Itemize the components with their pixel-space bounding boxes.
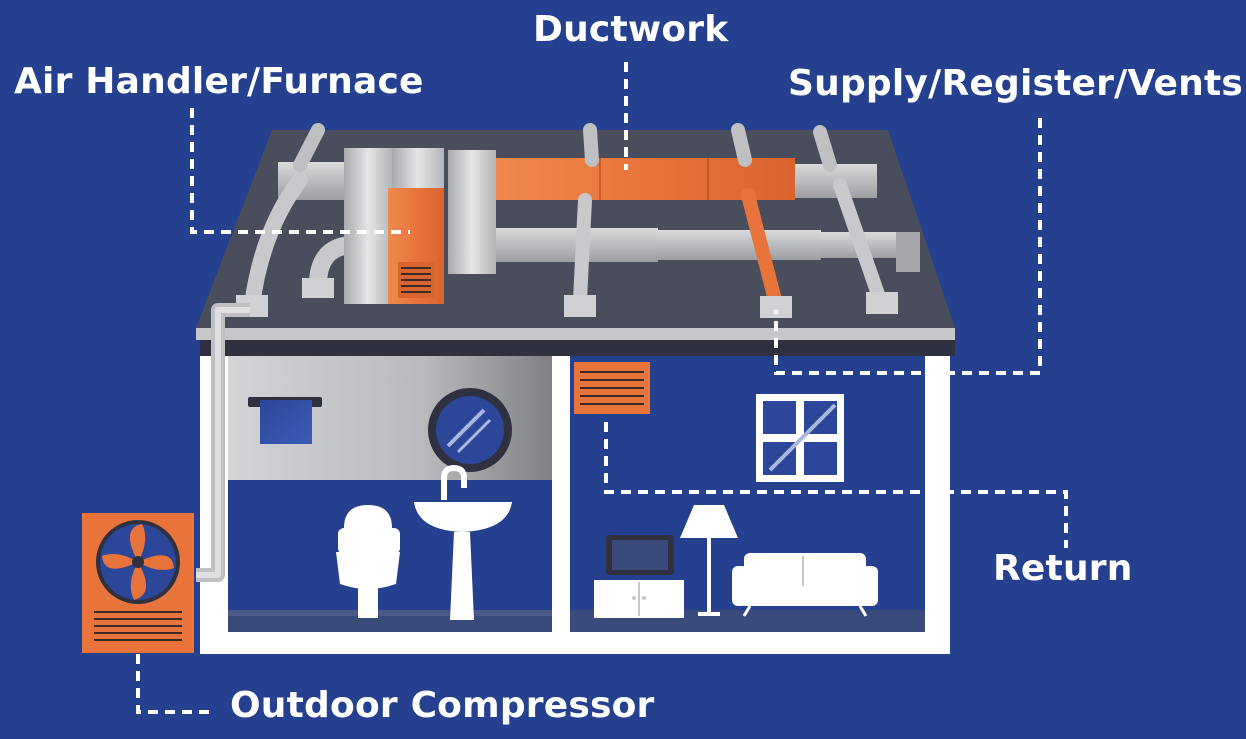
leader-outdoor xyxy=(136,654,216,714)
label-supply-vents: Supply/Register/Vents xyxy=(788,63,1244,104)
sink-icon xyxy=(414,464,512,620)
air-handler-unit xyxy=(344,148,496,304)
label-outdoor-compressor: Outdoor Compressor xyxy=(230,685,655,726)
fan-icon xyxy=(96,520,180,604)
toilet-icon xyxy=(336,505,400,618)
return-grille-icon xyxy=(574,362,650,414)
towel-rack-icon xyxy=(248,397,322,444)
vent-grille-icon xyxy=(398,262,434,298)
ductwork-network xyxy=(236,123,920,318)
label-ductwork: Ductwork xyxy=(533,9,729,50)
compressor-grille-icon xyxy=(94,611,182,641)
leader-return xyxy=(604,422,1068,548)
tv-icon xyxy=(594,535,684,618)
label-air-handler: Air Handler/Furnace xyxy=(14,61,424,102)
refrigerant-line xyxy=(196,303,250,582)
leader-supply xyxy=(774,118,1042,375)
leader-lines xyxy=(136,62,1068,714)
lamp-icon xyxy=(680,505,738,616)
sofa-icon xyxy=(732,553,878,617)
outdoor-compressor xyxy=(82,513,194,653)
mirror-icon xyxy=(428,388,512,472)
label-return: Return xyxy=(993,548,1133,589)
window-icon xyxy=(756,394,844,482)
leader-air-handler xyxy=(190,108,410,234)
